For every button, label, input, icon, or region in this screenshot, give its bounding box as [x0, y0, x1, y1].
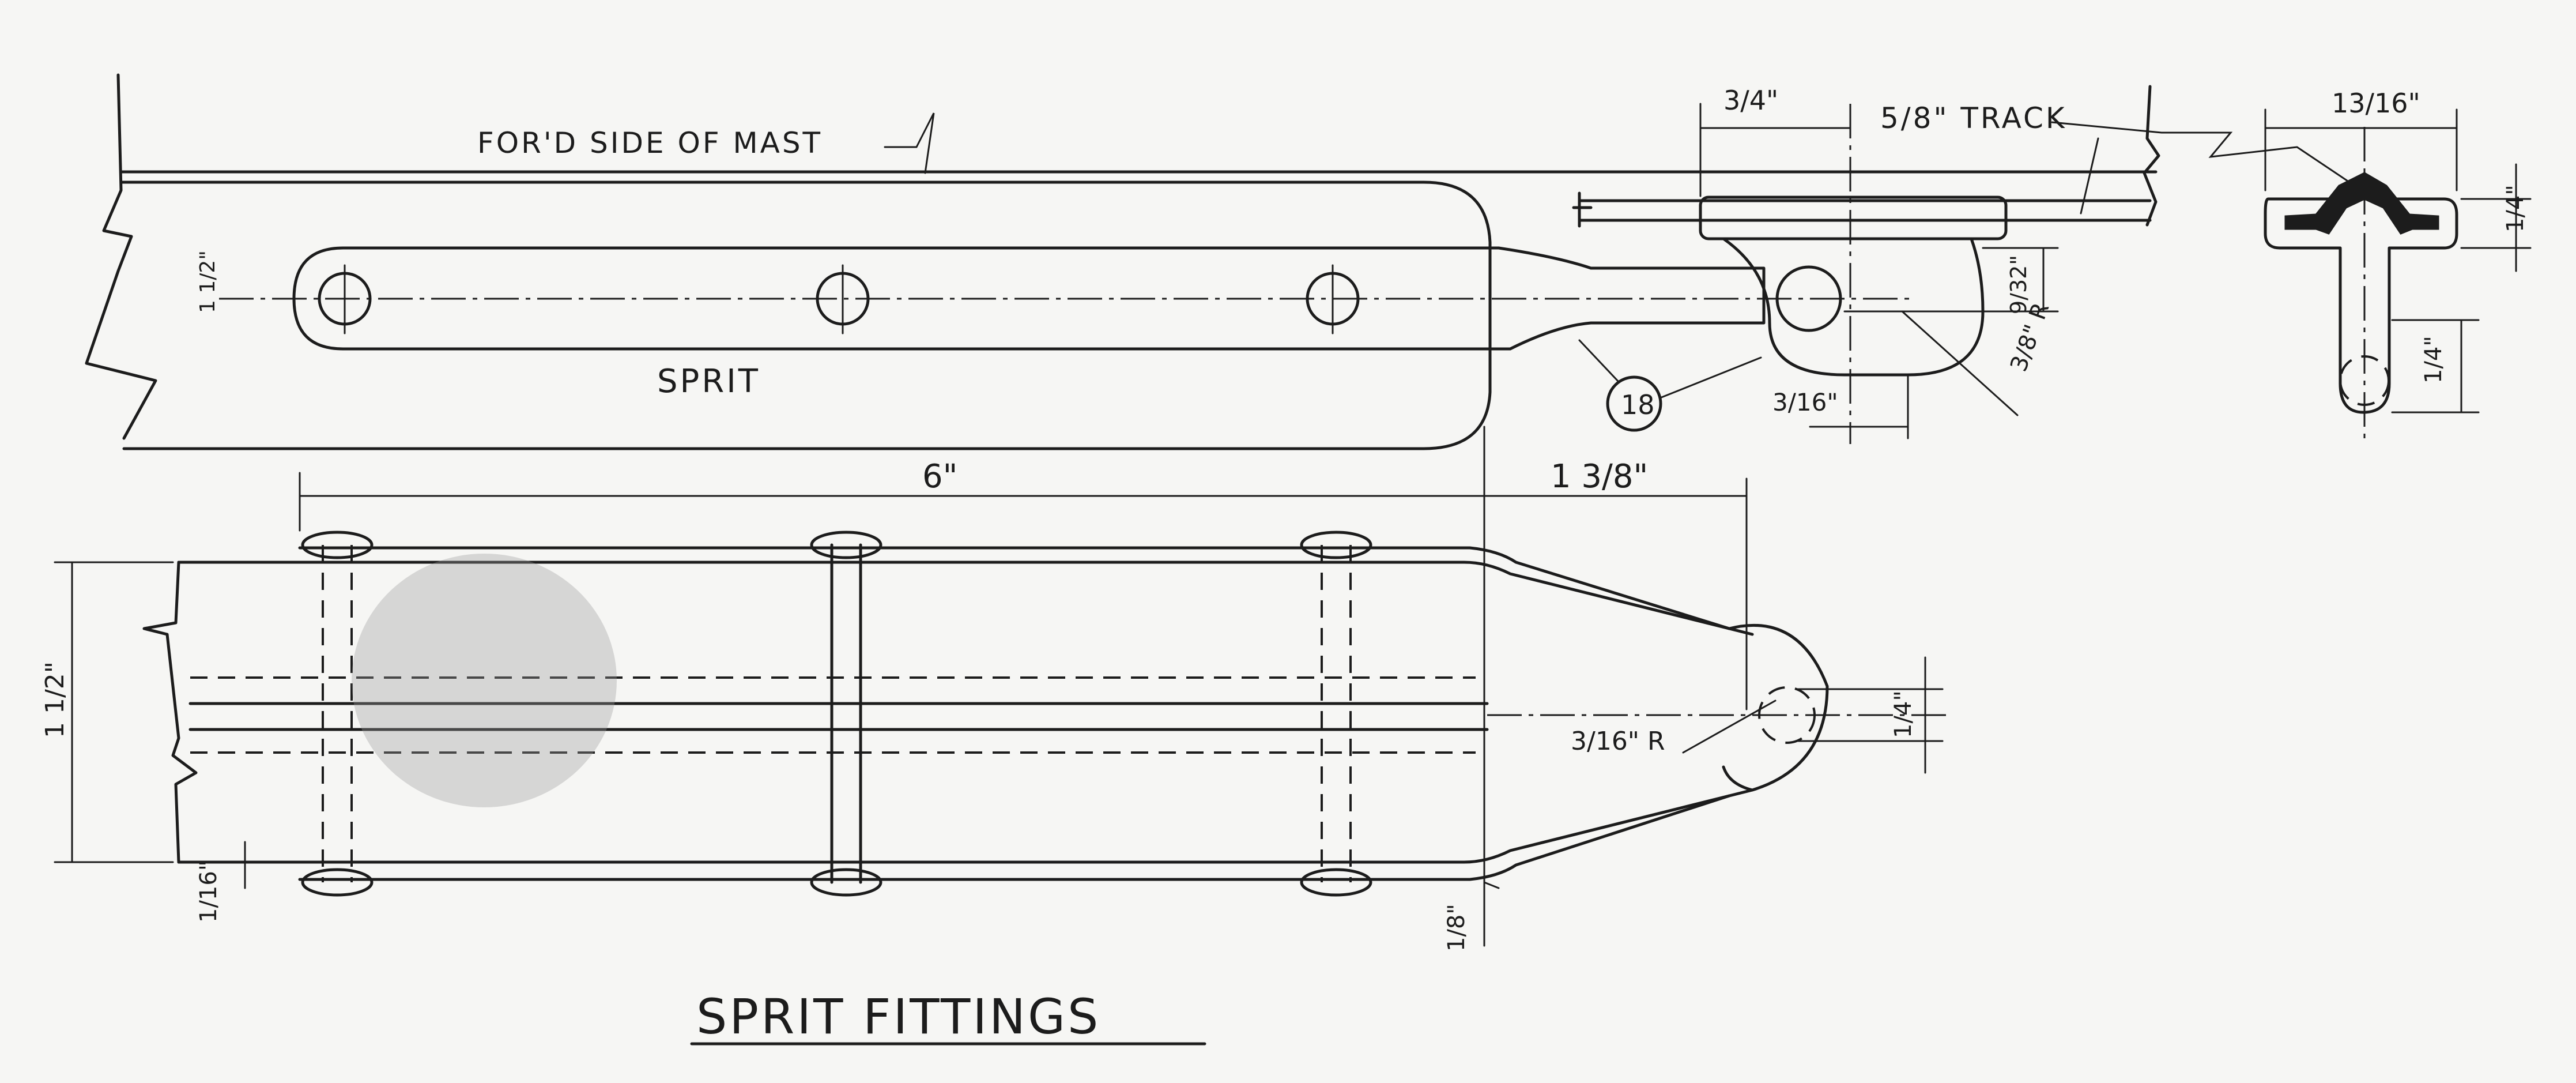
fitting-pin — [1775, 265, 1842, 332]
bolt-column-2 — [810, 531, 882, 897]
dim-plate-width: 1 1/2" — [40, 661, 70, 738]
dim-slider-height: 1/4" — [2502, 185, 2529, 232]
dim-track-width: 3/4" — [1723, 85, 1778, 116]
plate-bottom-edge — [177, 788, 1754, 864]
mast-face-label: FOR'D SIDE OF MAST — [477, 126, 823, 160]
sprit-body — [119, 180, 1492, 450]
dim-clearance-3-16: 3/16" — [1772, 388, 1838, 416]
paper-smudge — [352, 554, 617, 807]
dim-slider-width: 13/16" — [2332, 88, 2420, 119]
sprit-label: SPRIT — [657, 363, 760, 400]
track-left-end — [1572, 191, 1593, 228]
part-balloon — [1606, 375, 1662, 432]
dim-slider-tab: 1/4" — [2420, 336, 2447, 383]
drawing-title: SPRIT FITTINGS — [696, 988, 1100, 1045]
fitting-strap — [1722, 237, 1985, 377]
plan-view — [54, 426, 1948, 947]
radius-leader-3-8 — [1901, 310, 2019, 416]
dim-edge-1-16: 1/16" — [195, 860, 222, 923]
side-view — [85, 73, 2356, 450]
track-label: 5/8" TRACK — [1880, 101, 2067, 135]
dim-radius-3-16: 3/16" R — [1571, 727, 1665, 756]
track-break-line — [2143, 85, 2160, 227]
dim-sprit-width-side: 1 1/2" — [196, 250, 220, 313]
dim-length-1-3-8: 1 3/8" — [1551, 458, 1648, 495]
dim-hole-1-4: 1/4" — [1890, 690, 1917, 738]
track-leader — [2051, 121, 2356, 187]
sprit-slot — [292, 246, 1766, 351]
dim-length-6: 6" — [922, 458, 957, 495]
mast-break-line — [85, 73, 157, 440]
dim-thickness-1-8: 1/8" — [1443, 904, 1470, 952]
mast-face-pointer — [884, 112, 935, 174]
bolt-column-1 — [301, 531, 374, 897]
bolt-column-3 — [1300, 531, 1372, 897]
dim-offset-9-32: 9/32" — [2006, 255, 2031, 314]
track-leader-2 — [2080, 137, 2099, 215]
radius-leader-3-16 — [1682, 700, 1777, 754]
thickness-leader — [1483, 881, 1500, 889]
part-number: 18 — [1621, 389, 1655, 420]
plate-break-line — [142, 561, 198, 864]
plate-top-edge — [177, 561, 1754, 636]
slider-section — [2264, 108, 2532, 438]
plate-top-inner — [298, 546, 1731, 630]
plate-eye — [1722, 623, 1829, 792]
balloon-leader-2 — [1659, 356, 1762, 399]
balloon-leader-1 — [1578, 339, 1620, 383]
slider-outline — [2264, 197, 2458, 414]
track-profile — [2284, 172, 2439, 235]
track-slider — [1699, 195, 2008, 240]
plate-bottom-inner — [298, 794, 1731, 881]
